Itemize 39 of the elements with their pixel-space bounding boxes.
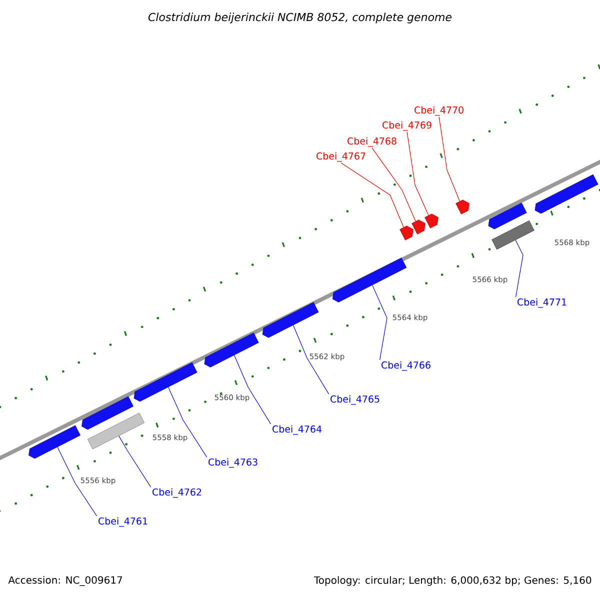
gene-block xyxy=(204,332,259,368)
leader-line xyxy=(406,132,429,216)
gene-label: Cbei_4769 xyxy=(382,121,432,131)
gene-block xyxy=(262,302,319,338)
gene-label: Cbei_4765 xyxy=(330,395,380,405)
genome-info-text: Topology: circular; Length: 6,000,632 bp; Genes: 5,160 xyxy=(314,576,592,586)
leader-line xyxy=(372,148,416,222)
gene-label: Cbei_4761 xyxy=(98,517,148,527)
accession-text: Accession: NC_009617 xyxy=(8,576,122,586)
gene-label: Cbei_4766 xyxy=(382,361,430,371)
title: Clostridium beijerinckii NCIMB 8052, complete genome xyxy=(148,12,452,24)
gene-block xyxy=(28,425,80,459)
gene-label: Cbei_4764 xyxy=(272,425,322,435)
gene-label: Cbei_4768 xyxy=(348,137,396,147)
gene-block xyxy=(332,258,407,302)
gene-label: Cbei_4767 xyxy=(316,152,366,162)
leader-line xyxy=(515,240,524,298)
leader-line xyxy=(57,446,98,516)
leader-line xyxy=(292,324,330,394)
gene-block xyxy=(534,174,598,214)
gene-block xyxy=(134,362,198,402)
gene-block xyxy=(456,200,470,214)
gene-box xyxy=(492,220,534,250)
leader-line xyxy=(118,436,152,488)
gene-block xyxy=(400,226,414,240)
gene-label: Cbei_4771 xyxy=(518,298,566,308)
leader-line xyxy=(234,354,272,424)
gene-block xyxy=(412,220,426,234)
gene-block xyxy=(424,214,438,228)
gene-label: Cbei_4770 xyxy=(414,106,464,116)
gene-block xyxy=(82,396,134,430)
gene-block xyxy=(488,202,527,230)
gene-label: Cbei_4762 xyxy=(152,488,202,498)
leader-line xyxy=(372,284,388,360)
leader-line xyxy=(168,386,208,458)
gene-label: Cbei_4763 xyxy=(208,458,258,468)
gene-box xyxy=(87,412,145,450)
leader-line xyxy=(438,116,460,202)
leader-line xyxy=(340,162,404,228)
